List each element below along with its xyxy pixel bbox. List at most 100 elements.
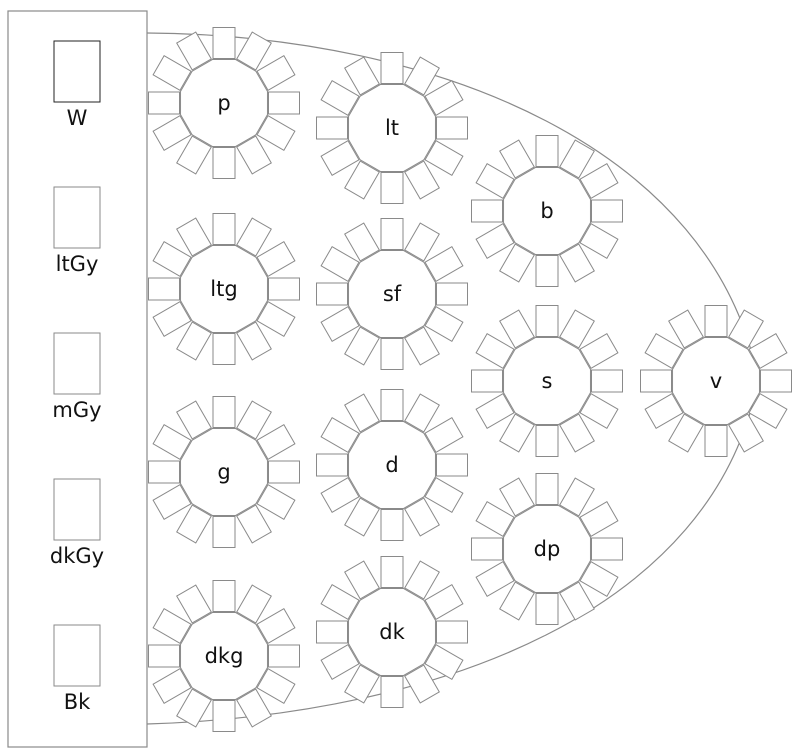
chair[interactable] [424,140,464,176]
chair[interactable] [320,644,360,680]
chair[interactable] [644,333,684,369]
chair[interactable] [499,581,535,621]
chair[interactable] [499,139,535,179]
chair[interactable] [748,393,788,429]
table-b[interactable]: b [471,135,623,287]
chair[interactable] [256,668,296,704]
chair[interactable] [704,425,728,457]
chair[interactable] [535,255,559,287]
chair[interactable] [404,664,440,704]
chair[interactable] [579,393,619,429]
chair[interactable] [176,135,212,175]
chair[interactable] [344,222,380,262]
chair[interactable] [436,282,468,306]
chair[interactable] [579,223,619,259]
chair[interactable] [320,477,360,513]
chair[interactable] [535,593,559,625]
chair[interactable] [212,580,236,612]
chair[interactable] [644,393,684,429]
chair[interactable] [344,160,380,200]
chair[interactable] [152,115,192,151]
chair[interactable] [380,172,404,204]
chair[interactable] [316,453,348,477]
chair[interactable] [436,453,468,477]
chair[interactable] [152,424,192,460]
chair[interactable] [499,477,535,517]
chair[interactable] [579,561,619,597]
table-v[interactable]: v [640,305,792,457]
chair[interactable] [320,584,360,620]
chair[interactable] [152,241,192,277]
chair[interactable] [471,537,503,561]
chair[interactable] [591,369,623,393]
chair[interactable] [404,560,440,600]
chair[interactable] [256,301,296,337]
table-d[interactable]: d [316,389,468,541]
chair[interactable] [591,199,623,223]
chair[interactable] [320,80,360,116]
chair[interactable] [320,246,360,282]
chair[interactable] [579,501,619,537]
chair[interactable] [268,277,300,301]
chair[interactable] [236,688,272,728]
chair[interactable] [236,400,272,440]
chair[interactable] [344,560,380,600]
chair[interactable] [424,477,464,513]
chair[interactable] [535,135,559,167]
chair[interactable] [559,139,595,179]
chair[interactable] [148,644,180,668]
chair[interactable] [176,217,212,257]
table-g[interactable]: g [148,396,300,548]
chair[interactable] [212,333,236,365]
chair[interactable] [579,163,619,199]
chair[interactable] [404,160,440,200]
chair[interactable] [499,243,535,283]
chair[interactable] [380,389,404,421]
chair[interactable] [380,556,404,588]
chair[interactable] [256,55,296,91]
chair[interactable] [256,608,296,644]
chair[interactable] [256,241,296,277]
chair[interactable] [316,282,348,306]
chair[interactable] [475,393,515,429]
table-s[interactable]: s [471,305,623,457]
chair[interactable] [236,584,272,624]
chair[interactable] [591,537,623,561]
chair[interactable] [320,140,360,176]
chair[interactable] [424,584,464,620]
chair[interactable] [499,309,535,349]
chair[interactable] [256,424,296,460]
chair[interactable] [475,163,515,199]
table-sf[interactable]: sf [316,218,468,370]
chair[interactable] [404,222,440,262]
chair[interactable] [404,393,440,433]
chair[interactable] [344,664,380,704]
chair[interactable] [380,338,404,370]
chair[interactable] [236,504,272,544]
chair[interactable] [256,484,296,520]
chair[interactable] [436,620,468,644]
chair[interactable] [236,321,272,361]
chair[interactable] [380,509,404,541]
table-ltg[interactable]: ltg [148,213,300,365]
chair[interactable] [256,115,296,151]
chair[interactable] [152,301,192,337]
chair[interactable] [176,321,212,361]
chair[interactable] [212,147,236,179]
chair[interactable] [424,306,464,342]
chair[interactable] [404,56,440,96]
chair[interactable] [212,396,236,428]
chair[interactable] [748,333,788,369]
chair[interactable] [471,199,503,223]
chair[interactable] [316,620,348,644]
chair[interactable] [559,477,595,517]
chair[interactable] [424,417,464,453]
chair[interactable] [704,305,728,337]
chair[interactable] [344,56,380,96]
chair[interactable] [535,425,559,457]
chair[interactable] [668,413,704,453]
chair[interactable] [424,644,464,680]
chair[interactable] [640,369,672,393]
table-lt[interactable]: lt [316,52,468,204]
chair[interactable] [436,116,468,140]
